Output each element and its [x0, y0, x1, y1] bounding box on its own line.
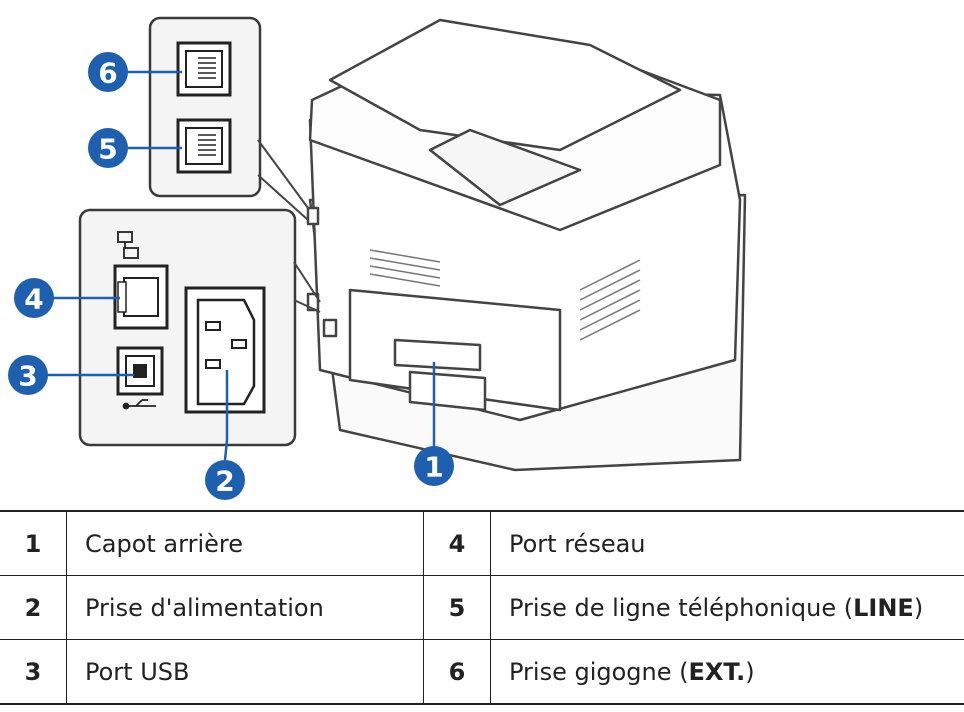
callout-6-label: 6	[98, 57, 117, 90]
callout-4-label: 4	[24, 283, 43, 316]
callout-2-label: 2	[215, 465, 234, 498]
callout-leaders	[40, 70, 436, 461]
callout-5: 5	[88, 128, 128, 168]
legend-number: 1	[0, 510, 67, 576]
network-icon	[117, 231, 139, 259]
phone-port-panel	[148, 16, 309, 221]
legend-row: 1 Capot arrière 4 Port réseau	[0, 510, 964, 576]
legend-number: 3	[0, 639, 67, 705]
printer-rear-illustration: 6 5 4 3 2 1	[8, 16, 747, 500]
printer-drawing	[306, 18, 747, 472]
legend-text-bold: LINE	[853, 593, 914, 622]
callout-4: 4	[14, 278, 54, 318]
legend-text-main: Port réseau	[509, 529, 646, 558]
callout-6: 6	[88, 52, 128, 92]
legend-number: 6	[423, 639, 491, 705]
legend-text-bold: EXT.	[688, 657, 746, 686]
legend-text: Prise de ligne téléphonique (LINE)	[490, 575, 964, 640]
legend-number: 4	[423, 510, 491, 576]
legend-text: Port réseau	[490, 510, 964, 576]
callout-1: 1	[414, 446, 454, 486]
legend-table: 1 Capot arrière 4 Port réseau 2 Prise d'…	[0, 510, 964, 705]
callout-5-label: 5	[98, 133, 117, 166]
callout-2: 2	[205, 460, 245, 500]
legend-row: 3 Port USB 6 Prise gigogne (EXT.)	[0, 639, 964, 705]
legend-text: Port USB	[66, 639, 424, 705]
legend-text: Prise d'alimentation	[66, 575, 424, 640]
callout-3-label: 3	[18, 360, 37, 393]
legend-number: 2	[0, 575, 67, 640]
legend-close-paren: )	[913, 593, 924, 622]
legend-close-paren: )	[745, 657, 755, 686]
legend-text-main: Prise gigogne (	[509, 657, 689, 686]
legend-text: Prise gigogne (EXT.)	[490, 639, 964, 705]
legend-text: Capot arrière	[66, 510, 424, 576]
legend-text-main: Prise de ligne téléphonique (	[509, 593, 854, 622]
callout-1-label: 1	[424, 451, 443, 484]
legend-row: 2 Prise d'alimentation 5 Prise de ligne …	[0, 575, 964, 640]
legend-number: 5	[423, 575, 491, 640]
usb-icon	[122, 399, 156, 410]
callout-3: 3	[8, 355, 48, 395]
rear-port-panel	[78, 208, 321, 447]
